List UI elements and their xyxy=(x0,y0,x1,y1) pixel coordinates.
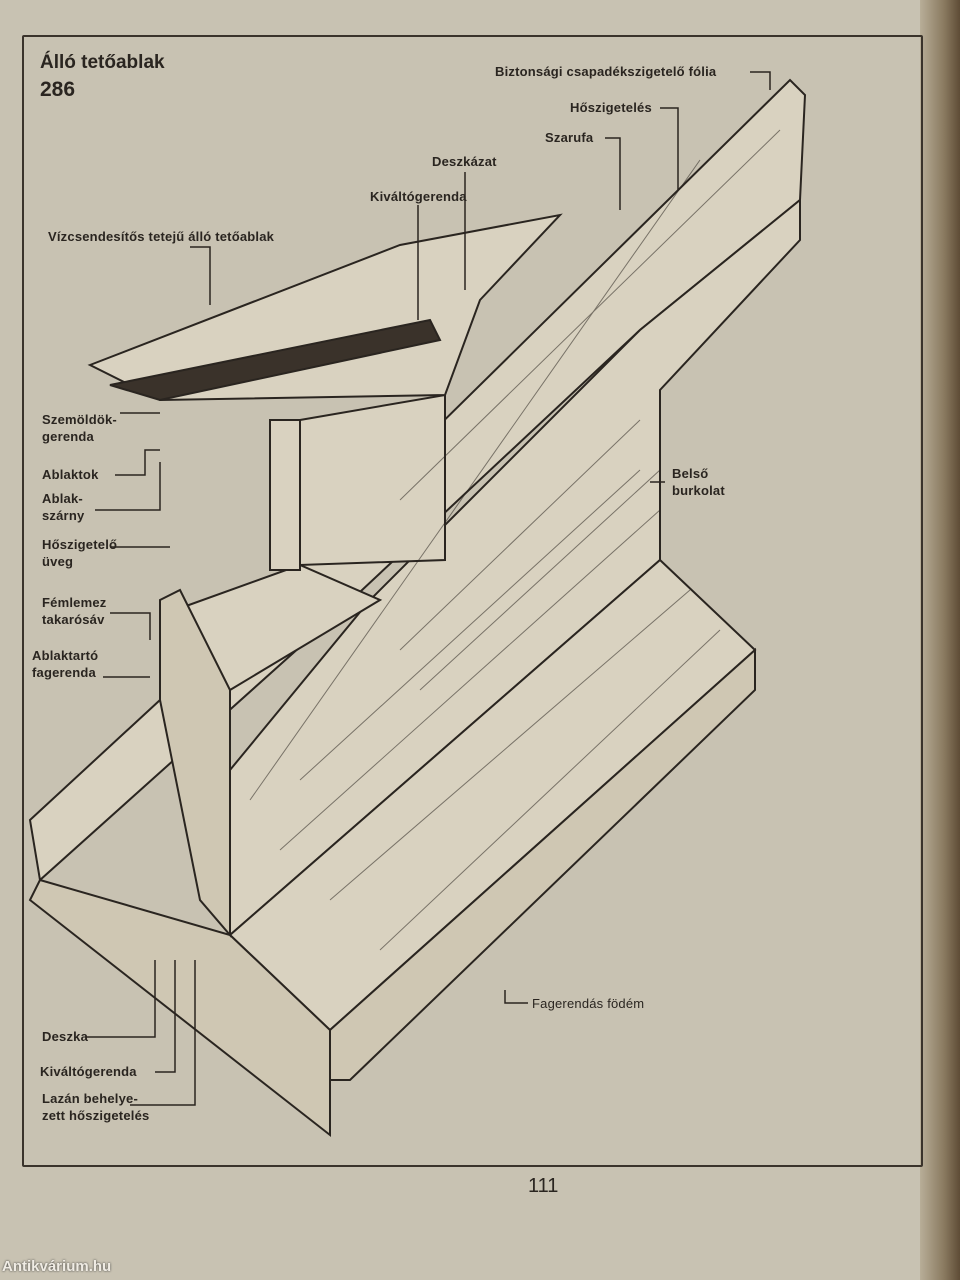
label-line: fagerenda xyxy=(32,665,96,680)
label-line: Belső xyxy=(672,466,709,481)
label-window-frame: Ablaktok xyxy=(42,467,99,482)
label-line: Hőszigetelő xyxy=(42,537,118,552)
label-flashing: Fémlemez takarósáv xyxy=(42,594,106,628)
label-dormer-type: Vízcsendesítős tetejű álló tetőablak xyxy=(48,229,275,244)
label-window-beam: Ablaktartó fagerenda xyxy=(32,647,98,681)
label-insulated-glass: Hőszigetelő üveg xyxy=(42,536,117,570)
label-line: üveg xyxy=(42,554,74,569)
label-insulation: Hőszigetelés xyxy=(570,100,652,115)
label-sash: Ablak-szárny xyxy=(42,490,84,524)
label-trimmer-top: Kiváltógerenda xyxy=(370,189,467,204)
label-line: Szemöldök- xyxy=(42,412,117,427)
book-spine-edge xyxy=(920,0,960,1280)
label-line: Fémlemez xyxy=(42,595,107,610)
label-safety-membrane: Biztonsági csapadékszigetelő fólia xyxy=(495,64,717,79)
label-board: Deszka xyxy=(42,1029,89,1044)
dormer-roof-dark xyxy=(109,318,442,402)
figure-title: Álló tetőablak xyxy=(40,52,165,73)
figure-number: 286 xyxy=(40,78,76,101)
label-line: Ablaktartó xyxy=(32,648,99,663)
label-line: burkolat xyxy=(672,483,725,498)
label-boarding: Deszkázat xyxy=(432,154,497,169)
label-inner-lining: Belső burkolat xyxy=(672,465,725,499)
watermark: Antikvárium.hu xyxy=(2,1258,112,1275)
label-trimmer-bottom: Kiváltógerenda xyxy=(40,1064,137,1079)
label-loose-insulation: Lazán behelye-zett hőszigetelés xyxy=(42,1090,149,1124)
label-lintel: Szemöldök-gerenda xyxy=(42,411,117,445)
page-number: 111 xyxy=(528,1175,559,1197)
figure-frame xyxy=(22,35,923,1167)
label-line: Lazán behelye- xyxy=(42,1091,138,1106)
label-line: Ablak- xyxy=(42,491,83,506)
label-line: szárny xyxy=(42,508,85,523)
beam-side xyxy=(28,878,331,1138)
label-timber-floor: Fagerendás födém xyxy=(532,996,645,1011)
dormer-side-wall xyxy=(299,393,446,567)
label-line: gerenda xyxy=(42,429,94,444)
label-rafter: Szarufa xyxy=(545,130,594,145)
window-post xyxy=(269,419,301,571)
label-line: zett hőszigetelés xyxy=(42,1108,150,1123)
label-line: takarósáv xyxy=(42,612,105,627)
window-frame-column xyxy=(159,588,231,938)
